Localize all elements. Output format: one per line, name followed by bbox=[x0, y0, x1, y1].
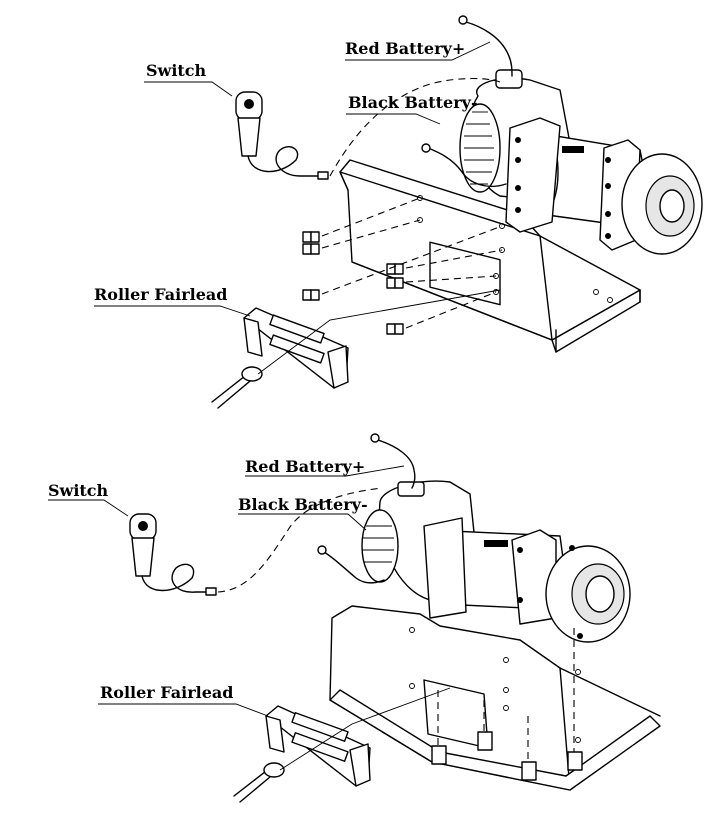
switch-label: Switch bbox=[48, 481, 109, 500]
red-battery-label: Red Battery+ bbox=[345, 39, 465, 58]
switch-remote bbox=[129, 513, 217, 596]
red-battery-label: Red Battery+ bbox=[245, 457, 365, 476]
winch-drum bbox=[423, 517, 631, 643]
top-view: Red Battery+ Black Battery- Switch Rolle… bbox=[94, 15, 703, 409]
bottom-leader-lines bbox=[48, 465, 405, 717]
black-battery-label: Black Battery- bbox=[238, 495, 368, 514]
roller-fairlead bbox=[211, 289, 501, 409]
mounting-plate bbox=[329, 605, 661, 791]
switch-label: Switch bbox=[146, 61, 207, 80]
mounting-bolts bbox=[431, 628, 583, 781]
roller-fairlead bbox=[233, 687, 451, 803]
top-leader-lines bbox=[94, 41, 491, 317]
bottom-view: Red Battery+ Black Battery- Switch Rolle… bbox=[48, 433, 661, 803]
switch-remote bbox=[235, 91, 329, 180]
roller-fairlead-label: Roller Fairlead bbox=[100, 683, 233, 702]
winch-drum bbox=[505, 117, 703, 255]
black-battery-label: Black Battery- bbox=[348, 93, 478, 112]
battery-cables bbox=[421, 15, 513, 188]
mounting-plate bbox=[339, 159, 641, 353]
mounting-bolts bbox=[302, 197, 503, 335]
roller-fairlead-label: Roller Fairlead bbox=[94, 285, 227, 304]
battery-cables bbox=[317, 433, 416, 584]
